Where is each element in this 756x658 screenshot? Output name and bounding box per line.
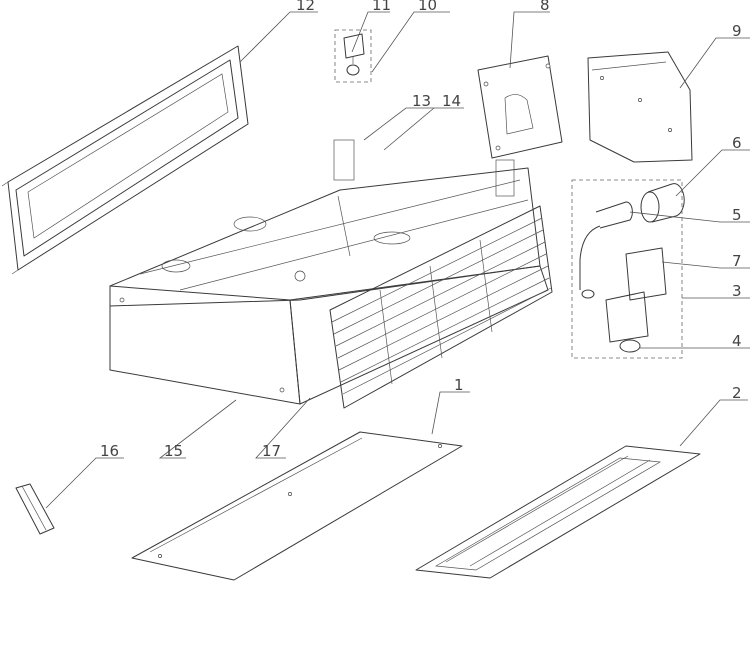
callout-3: 3 — [732, 282, 742, 300]
callout-2: 2 — [732, 384, 742, 402]
callout-1: 1 — [454, 376, 464, 394]
callout-15: 15 — [164, 442, 183, 460]
callout-17: 17 — [262, 442, 281, 460]
callout-14: 14 — [442, 92, 461, 110]
callout-8: 8 — [540, 0, 550, 14]
callout-6: 6 — [732, 134, 742, 152]
callout-9: 9 — [732, 22, 742, 40]
callout-12: 12 — [296, 0, 315, 14]
callout-13: 13 — [412, 92, 431, 110]
part-10-11-fitting — [334, 29, 372, 83]
callout-labels: 12 11 10 8 9 6 5 7 3 4 13 14 1 2 15 17 1… — [100, 0, 742, 460]
part-16-small-bracket — [15, 483, 55, 535]
part-8-bracket-plate — [477, 55, 563, 159]
part-1-bottom-panel — [131, 431, 463, 581]
part-17-wire-grille — [329, 205, 553, 409]
part-3-pump-assembly — [571, 179, 683, 359]
leader-lines — [45, 11, 750, 509]
part-15-housing — [109, 139, 549, 405]
part-6-cylinder — [640, 183, 685, 223]
callout-7: 7 — [732, 252, 742, 270]
part-12-flange — [1, 45, 249, 275]
part-9-cover-panel — [587, 51, 693, 163]
callout-5: 5 — [732, 206, 742, 224]
callout-10: 10 — [418, 0, 437, 14]
callout-16: 16 — [100, 442, 119, 460]
callout-11: 11 — [372, 0, 391, 14]
part-2-drain-pan — [415, 445, 701, 579]
callout-4: 4 — [732, 332, 742, 350]
